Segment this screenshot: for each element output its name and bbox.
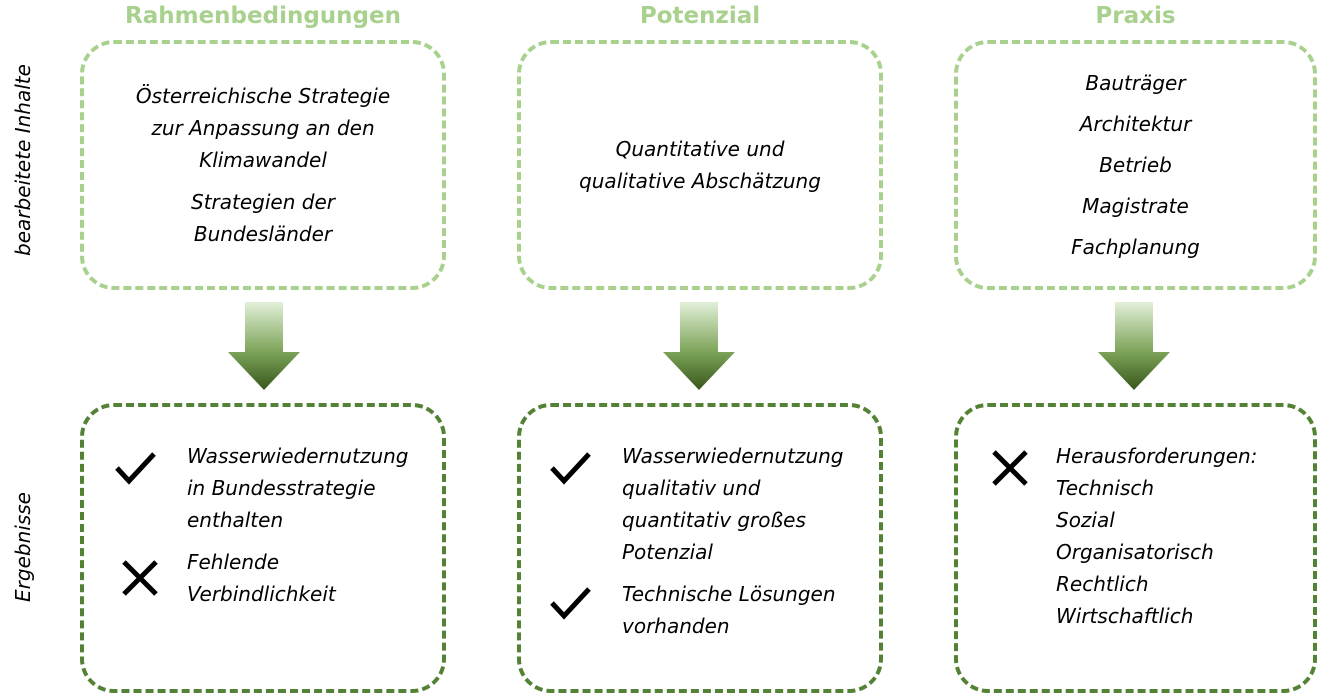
down-arrow-icon xyxy=(228,302,300,390)
check-icon xyxy=(115,452,156,485)
input-box-praxis xyxy=(954,40,1317,290)
down-arrow-icon xyxy=(663,302,735,390)
input-box-rahmenbedingungen xyxy=(80,40,446,290)
check-icon xyxy=(550,587,591,620)
check-icon xyxy=(550,452,591,485)
column-title-praxis: Praxis xyxy=(1095,3,1176,29)
input-item: Magistrate xyxy=(1082,193,1189,218)
column-title-rahmenbedingungen: Rahmenbedingungen xyxy=(125,3,401,29)
row-label-results: Ergebnisse xyxy=(11,492,35,602)
result-box-potenzial xyxy=(517,403,883,693)
result-box-rahmenbedingungen xyxy=(80,403,446,693)
input-item: Architektur xyxy=(1079,111,1192,136)
input-item: Betrieb xyxy=(1099,152,1172,177)
down-arrow-icon xyxy=(1098,302,1170,390)
cross-icon xyxy=(122,560,158,596)
row-label-inputs: bearbeitete Inhalte xyxy=(11,64,35,256)
input-box-potenzial xyxy=(517,40,883,290)
column-title-potenzial: Potenzial xyxy=(639,3,761,29)
input-item: Bauträger xyxy=(1085,70,1186,95)
cross-icon xyxy=(992,450,1028,486)
result-box-praxis xyxy=(954,403,1317,693)
input-item: Fachplanung xyxy=(1071,234,1200,259)
